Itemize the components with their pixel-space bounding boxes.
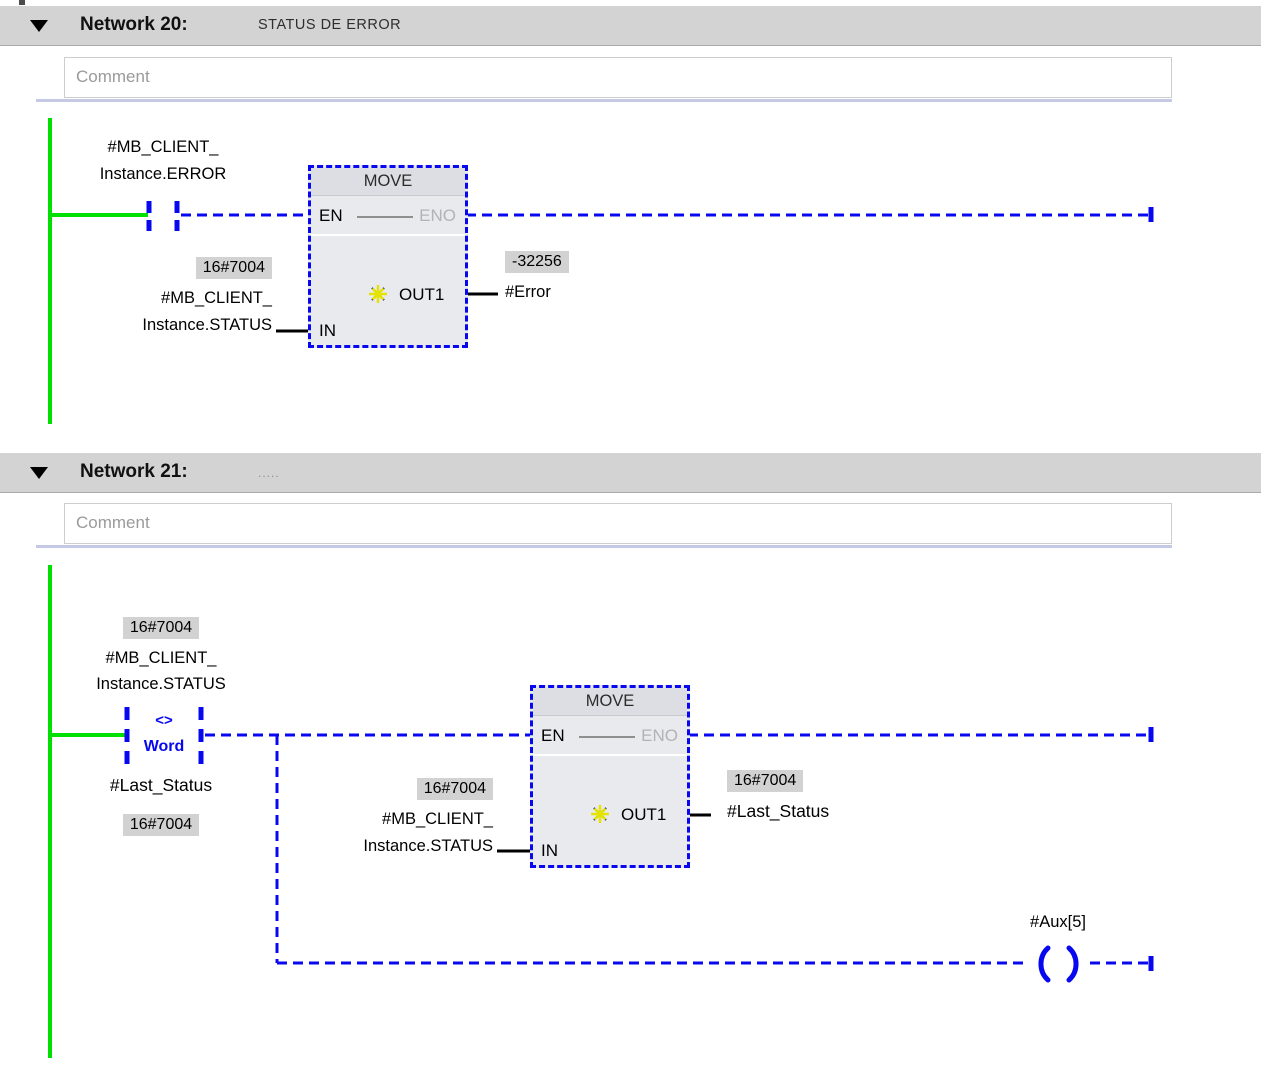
in-pin-label[interactable]: IN (541, 841, 558, 860)
network-20-comment-field[interactable]: Comment (64, 57, 1172, 98)
compare-monitor-top: 16#7004 (61, 617, 261, 639)
move-block-title[interactable]: MOVE (533, 688, 687, 716)
en-eno-divider (579, 736, 635, 738)
out-monitor-value-net20: -32256 (505, 251, 569, 273)
in-monitor-value-net20: 16#7004 (72, 257, 272, 279)
network-21-title: Network 21: (80, 461, 188, 482)
comment-placeholder: Comment (76, 67, 150, 86)
coil-right-paren[interactable] (1066, 945, 1079, 983)
out1-pin-label[interactable]: OUT1 (621, 805, 667, 824)
network-21-separator (36, 545, 1172, 548)
collapse-triangle-icon[interactable] (30, 467, 48, 479)
monitor-star-icon (369, 285, 387, 303)
network-21-subtitle[interactable]: ..... (258, 466, 280, 480)
eno-pin-label[interactable]: ENO (641, 726, 678, 745)
en-pin-label[interactable]: EN (541, 726, 565, 745)
move-block-title[interactable]: MOVE (311, 168, 465, 196)
move-block-net21[interactable]: MOVE EN ENO OUT1 IN (530, 685, 690, 868)
en-pin-label[interactable]: EN (319, 206, 343, 225)
network-21-header[interactable]: Network 21: ..... (0, 453, 1261, 493)
block-row-separator (533, 754, 687, 756)
compare-monitor-bottom: 16#7004 (61, 814, 261, 836)
network-20-subtitle[interactable]: STATUS DE ERROR (258, 17, 402, 33)
in-operand-line1-net21[interactable]: #MB_CLIENT_ (382, 810, 493, 828)
comment-placeholder: Comment (76, 513, 150, 532)
out-operand-net21[interactable]: #Last_Status (727, 801, 830, 821)
out1-pin-label[interactable]: OUT1 (399, 285, 445, 304)
block-row-separator (311, 234, 465, 236)
compare-operand-bottom[interactable]: #Last_Status (109, 775, 213, 795)
compare-operand-top-line1[interactable]: #MB_CLIENT_ (105, 649, 217, 667)
compare-operand-top-line2[interactable]: Instance.STATUS (96, 675, 226, 693)
network-21-comment-field[interactable]: Comment (64, 503, 1172, 544)
move-block-net20[interactable]: MOVE EN ENO OUT1 IN (308, 165, 468, 348)
network-20-header[interactable]: Network 20: STATUS DE ERROR (0, 6, 1261, 46)
compare-operator[interactable]: <> (155, 712, 173, 729)
coil-left-paren[interactable] (1038, 945, 1051, 983)
network-20-separator (36, 99, 1172, 102)
out-operand-net20[interactable]: #Error (505, 283, 551, 301)
top-edge-artifact (19, 0, 25, 5)
compare-type[interactable]: Word (143, 738, 185, 755)
coil-operand[interactable]: #Aux[5] (1030, 913, 1086, 931)
in-pin-label[interactable]: IN (319, 321, 336, 340)
collapse-triangle-icon[interactable] (30, 20, 48, 32)
in-operand-line2-net21[interactable]: Instance.STATUS (363, 837, 493, 855)
in-operand-line1-net20[interactable]: #MB_CLIENT_ (161, 289, 272, 307)
network-20-title: Network 20: (80, 14, 188, 35)
in-monitor-value-net21: 16#7004 (293, 778, 493, 800)
eno-pin-label[interactable]: ENO (419, 206, 456, 225)
in-operand-line2-net20[interactable]: Instance.STATUS (142, 316, 272, 334)
contact-operand-line1[interactable]: #MB_CLIENT_ (107, 138, 219, 156)
monitor-star-icon (591, 805, 609, 823)
en-eno-divider (357, 216, 413, 218)
out-monitor-value-net21: 16#7004 (727, 770, 804, 792)
contact-operand-line2[interactable]: Instance.ERROR (99, 165, 227, 183)
